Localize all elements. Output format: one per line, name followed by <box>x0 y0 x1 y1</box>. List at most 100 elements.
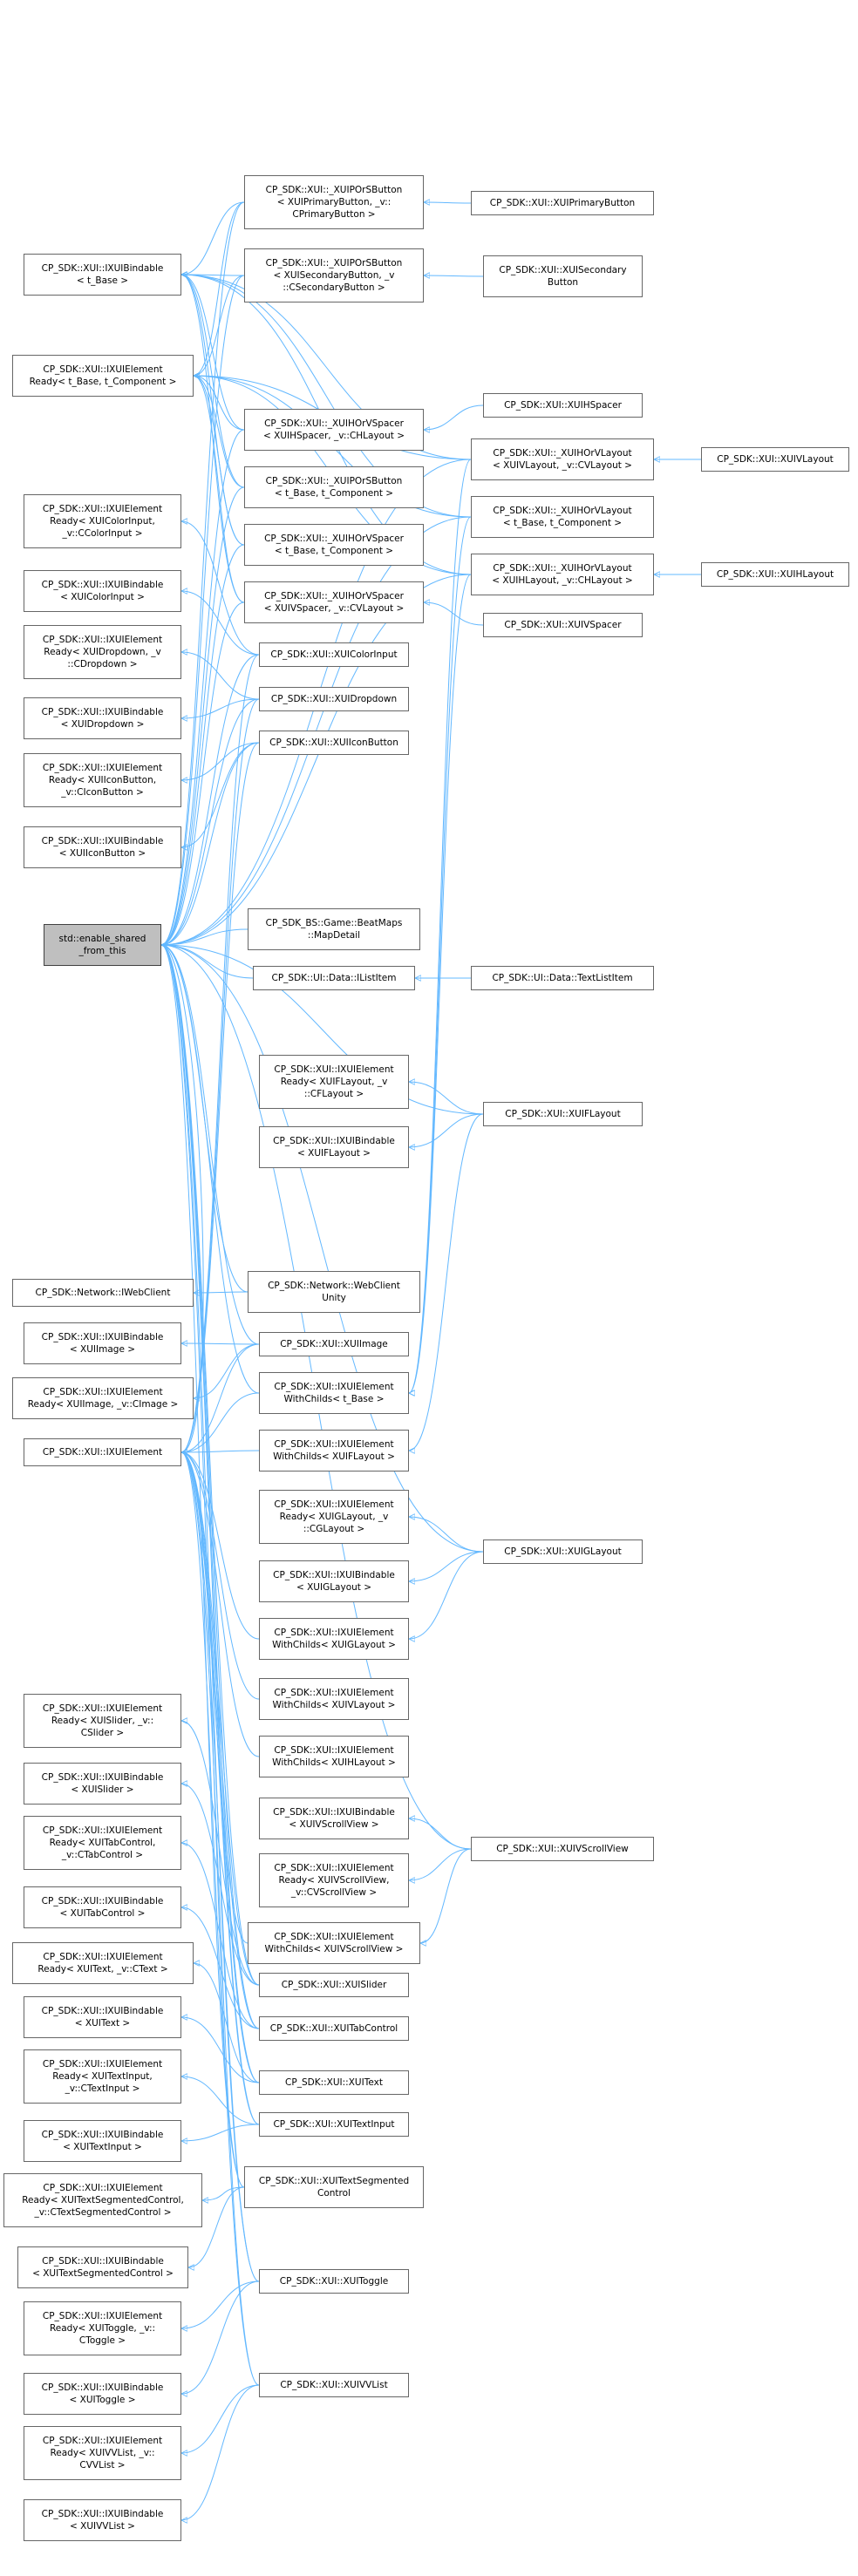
node-xuitextinput[interactable]: CP_SDK::XUI::XUITextInput <box>259 2112 409 2137</box>
node-xuihspacer[interactable]: CP_SDK::XUI::XUIHSpacer <box>483 393 643 418</box>
inheritance-edge <box>181 1451 260 1452</box>
node-xuiglayout[interactable]: CP_SDK::XUI::XUIGLayout <box>483 1539 643 1564</box>
node-ixuibindable-vvlist[interactable]: CP_SDK::XUI::IXUIBindable < XUIVVList > <box>24 2499 181 2541</box>
node-xuitext[interactable]: CP_SDK::XUI::XUIText <box>259 2070 409 2095</box>
node-xuiiconbutton[interactable]: CP_SDK::XUI::XUIIconButton <box>259 731 409 755</box>
node-ixuibindable-tabcontrol[interactable]: CP_SDK::XUI::IXUIBindable < XUITabContro… <box>24 1886 181 1928</box>
inheritance-edge <box>424 404 484 430</box>
node-ixuielementready-tbase[interactable]: CP_SDK::XUI::IXUIElement Ready< t_Base, … <box>12 355 194 397</box>
node-ixuielementready-glayout[interactable]: CP_SDK::XUI::IXUIElement Ready< XUIGLayo… <box>259 1490 409 1544</box>
node-xuitabcontrol[interactable]: CP_SDK::XUI::XUITabControl <box>259 2016 409 2041</box>
node-ixuielementready-colorinput[interactable]: CP_SDK::XUI::IXUIElement Ready< XUIColor… <box>24 494 181 548</box>
node-xuitoggle[interactable]: CP_SDK::XUI::XUIToggle <box>259 2269 409 2294</box>
node-withchilds-vscrollview[interactable]: CP_SDK::XUI::IXUIElement WithChilds< XUI… <box>248 1922 420 1964</box>
inheritance-edge <box>193 376 245 603</box>
node-ixuielementready-toggle[interactable]: CP_SDK::XUI::IXUIElement Ready< XUIToggl… <box>24 2301 181 2355</box>
inheritance-edge <box>181 1343 260 1344</box>
node-xuivvlist[interactable]: CP_SDK::XUI::XUIVVList <box>259 2373 409 2397</box>
node-xuislider[interactable]: CP_SDK::XUI::XUISlider <box>259 1973 409 1997</box>
node-ixuielementready-slider[interactable]: CP_SDK::XUI::IXUIElement Ready< XUISlide… <box>24 1694 181 1748</box>
node-horv-spacer-hspacer[interactable]: CP_SDK::XUI::_XUIHOrVSpacer < XUIHSpacer… <box>244 409 424 451</box>
node-iwebclient[interactable]: CP_SDK::Network::IWebClient <box>12 1279 194 1307</box>
node-ixuielementready-flayout[interactable]: CP_SDK::XUI::IXUIElement Ready< XUIFLayo… <box>259 1055 409 1109</box>
inheritance-edge <box>180 1452 260 2125</box>
node-ixuibindable-flayout[interactable]: CP_SDK::XUI::IXUIBindable < XUIFLayout > <box>259 1126 409 1168</box>
node-ixuibindable-glayout[interactable]: CP_SDK::XUI::IXUIBindable < XUIGLayout > <box>259 1560 409 1602</box>
node-ixuibindable-toggle[interactable]: CP_SDK::XUI::IXUIBindable < XUIToggle > <box>24 2373 181 2415</box>
node-ixuibindable-dropdown[interactable]: CP_SDK::XUI::IXUIBindable < XUIDropdown … <box>24 697 181 739</box>
node-xuisecondarybutton[interactable]: CP_SDK::XUI::XUISecondary Button <box>483 255 643 297</box>
inheritance-edge <box>180 1452 260 1986</box>
inheritance-edge <box>161 945 260 1345</box>
inheritance-edge <box>419 1848 472 1943</box>
node-horv-layout-generic[interactable]: CP_SDK::XUI::_XUIHOrVLayout < t_Base, t_… <box>471 496 654 538</box>
node-ixuibindable-iconbutton[interactable]: CP_SDK::XUI::IXUIBindable < XUIIconButto… <box>24 826 181 868</box>
inheritance-edge <box>408 1113 484 1451</box>
inheritance-edge <box>161 654 260 945</box>
node-xuivlayout[interactable]: CP_SDK::XUI::XUIVLayout <box>701 447 849 472</box>
node-enable-shared-from-this: std::enable_shared _from_this <box>44 924 161 966</box>
node-withchilds-vlayout[interactable]: CP_SDK::XUI::IXUIElement WithChilds< XUI… <box>259 1678 409 1720</box>
inheritance-edge <box>181 2076 260 2125</box>
inheritance-edge <box>181 2280 260 2394</box>
node-horv-layout-hlayout[interactable]: CP_SDK::XUI::_XUIHOrVLayout < XUIHLayout… <box>471 554 654 595</box>
node-horv-spacer-vspacer[interactable]: CP_SDK::XUI::_XUIHOrVSpacer < XUIVSpacer… <box>244 581 424 623</box>
inheritance-edge <box>181 742 260 780</box>
node-textlistitem[interactable]: CP_SDK::UI::Data::TextListItem <box>471 966 654 990</box>
node-ixuielementready-dropdown[interactable]: CP_SDK::XUI::IXUIElement Ready< XUIDropd… <box>24 625 181 679</box>
inheritance-edge <box>181 742 260 847</box>
inheritance-edge <box>409 1848 472 1880</box>
node-ixuibindable-vscrollview[interactable]: CP_SDK::XUI::IXUIBindable < XUIVScrollVi… <box>259 1798 409 1839</box>
node-ixuielement[interactable]: CP_SDK::XUI::IXUIElement <box>24 1438 181 1466</box>
node-xuidropdown[interactable]: CP_SDK::XUI::XUIDropdown <box>259 687 409 711</box>
inheritance-edge <box>180 275 245 546</box>
node-withchilds-hlayout[interactable]: CP_SDK::XUI::IXUIElement WithChilds< XUI… <box>259 1736 409 1777</box>
node-ixuibindable-textsegmented[interactable]: CP_SDK::XUI::IXUIBindable < XUITextSegme… <box>17 2246 188 2288</box>
node-ixuielementready-vscrollview[interactable]: CP_SDK::XUI::IXUIElement Ready< XUIVScro… <box>259 1853 409 1907</box>
node-ixuielementready-textsegmented[interactable]: CP_SDK::XUI::IXUIElement Ready< XUITextS… <box>3 2173 202 2227</box>
inheritance-edge <box>193 376 245 488</box>
node-withchilds-glayout[interactable]: CP_SDK::XUI::IXUIElement WithChilds< XUI… <box>259 1618 409 1660</box>
node-pors-button-secondary[interactable]: CP_SDK::XUI::_XUIPOrSButton < XUISeconda… <box>244 248 424 302</box>
inheritance-edge <box>408 516 472 1393</box>
node-xuivspacer[interactable]: CP_SDK::XUI::XUIVSpacer <box>483 613 643 637</box>
inheritance-edge <box>194 1343 260 1398</box>
node-ixuibindable-textinput[interactable]: CP_SDK::XUI::IXUIBindable < XUITextInput… <box>24 2120 181 2162</box>
node-xuiflayout[interactable]: CP_SDK::XUI::XUIFLayout <box>483 1102 643 1126</box>
node-pors-button-primary[interactable]: CP_SDK::XUI::_XUIPOrSButton < XUIPrimary… <box>244 175 424 229</box>
node-xuiprimarybutton[interactable]: CP_SDK::XUI::XUIPrimaryButton <box>471 191 654 215</box>
node-ixuibindable-tbase[interactable]: CP_SDK::XUI::IXUIBindable < t_Base > <box>24 254 181 296</box>
node-ixuielementready-textinput[interactable]: CP_SDK::XUI::IXUIElement Ready< XUITextI… <box>24 2049 181 2104</box>
node-ilistitem[interactable]: CP_SDK::UI::Data::IListItem <box>253 966 415 990</box>
inheritance-edge <box>202 2186 245 2200</box>
inheritance-edge <box>409 1517 484 1553</box>
node-xuihlayout[interactable]: CP_SDK::XUI::XUIHLayout <box>701 562 849 587</box>
node-withchilds-tbase[interactable]: CP_SDK::XUI::IXUIElement WithChilds< t_B… <box>259 1372 409 1414</box>
node-xuiimage[interactable]: CP_SDK::XUI::XUIImage <box>259 1332 409 1356</box>
inheritance-edge <box>160 201 245 945</box>
node-ixuibindable-slider[interactable]: CP_SDK::XUI::IXUIBindable < XUISlider > <box>24 1763 181 1805</box>
node-horv-spacer-generic[interactable]: CP_SDK::XUI::_XUIHOrVSpacer < t_Base, t_… <box>244 524 424 566</box>
node-xuitextsegmented[interactable]: CP_SDK::XUI::XUITextSegmented Control <box>244 2166 424 2208</box>
inheritance-edge <box>193 275 245 376</box>
node-ixuielementready-image[interactable]: CP_SDK::XUI::IXUIElement Ready< XUIImage… <box>12 1377 194 1419</box>
inheritance-edge <box>161 945 484 1115</box>
inheritance-edge <box>160 945 260 2029</box>
node-ixuibindable-colorinput[interactable]: CP_SDK::XUI::IXUIBindable < XUIColorInpu… <box>24 570 181 612</box>
node-ixuielementready-vvlist[interactable]: CP_SDK::XUI::IXUIElement Ready< XUIVVLis… <box>24 2426 181 2480</box>
node-ixuibindable-image[interactable]: CP_SDK::XUI::IXUIBindable < XUIImage > <box>24 1322 181 1364</box>
node-webclient-unity[interactable]: CP_SDK::Network::WebClient Unity <box>248 1271 420 1313</box>
node-withchilds-flayout[interactable]: CP_SDK::XUI::IXUIElement WithChilds< XUI… <box>259 1430 409 1472</box>
node-ixuielementready-tabcontrol[interactable]: CP_SDK::XUI::IXUIElement Ready< XUITabCo… <box>24 1816 181 1870</box>
node-xuicolorinput[interactable]: CP_SDK::XUI::XUIColorInput <box>259 642 409 667</box>
node-ixuibindable-text[interactable]: CP_SDK::XUI::IXUIBindable < XUIText > <box>24 1996 181 2038</box>
node-horv-layout-vlayout[interactable]: CP_SDK::XUI::_XUIHOrVLayout < XUIVLayout… <box>471 438 654 480</box>
inheritance-edge <box>161 945 484 1553</box>
node-xuivscrollview[interactable]: CP_SDK::XUI::XUIVScrollView <box>471 1837 654 1861</box>
node-ixuielementready-text[interactable]: CP_SDK::XUI::IXUIElement Ready< XUIText,… <box>12 1942 194 1984</box>
node-ixuielementready-iconbutton[interactable]: CP_SDK::XUI::IXUIElement Ready< XUIIconB… <box>24 753 181 807</box>
node-pors-button-generic[interactable]: CP_SDK::XUI::_XUIPOrSButton < t_Base, t_… <box>244 466 424 508</box>
inheritance-edge <box>161 945 260 1394</box>
node-beatmaps-mapdetail[interactable]: CP_SDK_BS::Game::BeatMaps ::MapDetail <box>248 908 420 950</box>
